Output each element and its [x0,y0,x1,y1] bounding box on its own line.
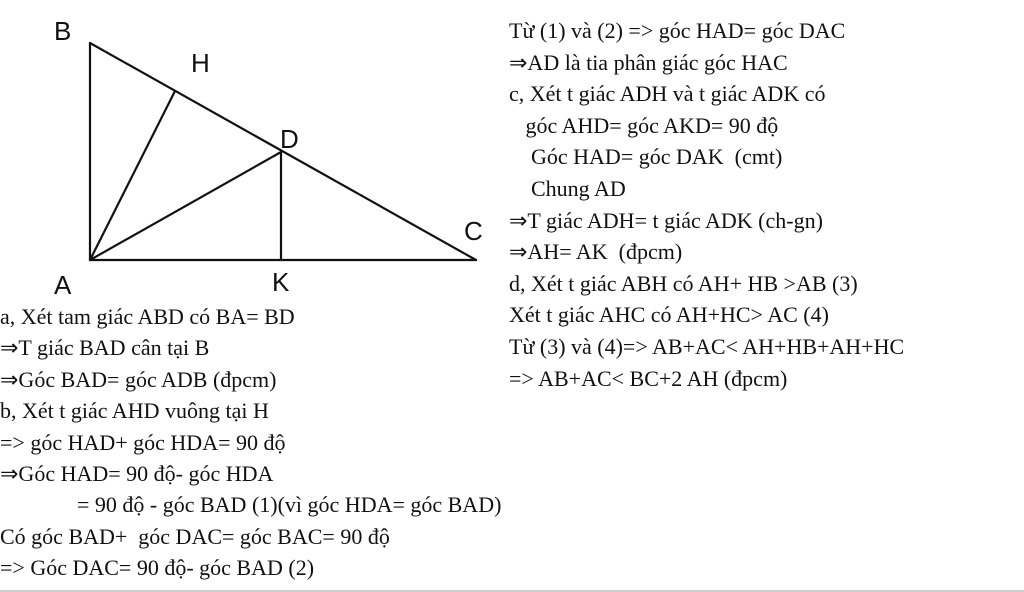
bottom-divider [0,590,1024,592]
text-line: Từ (1) và (2) => góc HAD= góc DAC [509,18,846,43]
point-label-H: H [191,48,210,78]
segment-AD [88,150,283,262]
triangle-diagram: B H D C A K [54,16,483,300]
segment-BC [88,41,478,262]
text-line: ⇒AD là tia phân giác góc HAC [509,49,788,75]
text-line: Xét t giác AHC có AH+HC> AC (4) [509,302,829,328]
point-label-B: B [54,16,71,46]
segment-AH [88,89,177,262]
text-line: = 90 độ - góc BAD (1)(vì góc HDA= góc BA… [0,492,502,518]
text-line: Từ (3) và (4)=> AB+AC< AH+HB+AH+HC [509,334,905,359]
text-line: ⇒T giác ADH= t giác ADK (ch-gn) [509,207,823,233]
text-line: => góc HAD+ góc HDA= 90 độ [0,429,286,455]
text-line: => Góc DAC= 90 độ- góc BAD (2) [0,555,315,581]
text-line: b, Xét t giác AHD vuông tại H [0,398,269,424]
point-label-D: D [280,124,299,154]
text-line: => AB+AC< BC+2 AH (đpcm) [509,365,788,391]
text-line: Góc HAD= góc DAK (cmt) [509,144,783,170]
text-line: góc AHD= góc AKD= 90 độ [509,112,779,138]
point-label-K: K [272,267,290,297]
text-line: ⇒Góc HAD= 90 độ- góc HDA [0,461,274,486]
point-label-C: C [464,216,483,246]
text-line: c, Xét t giác ADH và t giác ADK có [509,81,826,107]
text-line: ⇒T giác BAD cân tại B [0,335,210,361]
point-label-A: A [54,270,72,300]
text-line: ⇒AH= AK (đpcm) [509,239,683,265]
text-line: Có góc BAD+ góc DAC= góc BAC= 90 độ [0,523,390,549]
text-line: d, Xét t giác ABH có AH+ HB >AB (3) [509,270,858,296]
text-line: Chung AD [509,176,626,201]
text-line: a, Xét tam giác ABD có BA= BD [0,304,295,329]
text-line: ⇒Góc BAD= góc ADB (đpcm) [0,366,277,392]
